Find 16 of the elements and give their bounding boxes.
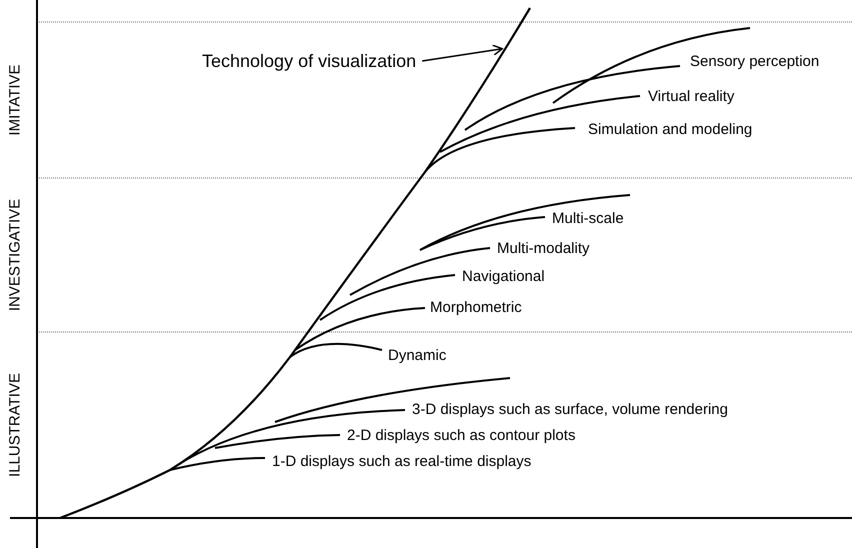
band-label: ILLUSTRATIVE	[6, 373, 24, 477]
curve-label: 1-D displays such as real-time displays	[272, 454, 532, 470]
band-label: IMITATIVE	[6, 64, 24, 136]
curve-label: Sensory perception	[690, 54, 820, 70]
curve-label: Simulation and modeling	[588, 122, 752, 138]
curve-label: Multi-modality	[497, 241, 590, 257]
curve-label: Virtual reality	[648, 89, 734, 105]
curve-label: Morphometric	[430, 300, 522, 316]
curve-label: 2-D displays such as contour plots	[347, 428, 576, 444]
curve-label: Technology of visualization	[202, 50, 416, 72]
curve-label: Dynamic	[388, 348, 446, 364]
curve-label: Multi-scale	[552, 211, 624, 227]
leader-arrow	[422, 44, 504, 62]
band-label: INVESTIGATIVE	[6, 198, 24, 312]
curve-label: Navigational	[462, 269, 545, 285]
curve-label: 3-D displays such as surface, volume rendering	[412, 402, 728, 418]
